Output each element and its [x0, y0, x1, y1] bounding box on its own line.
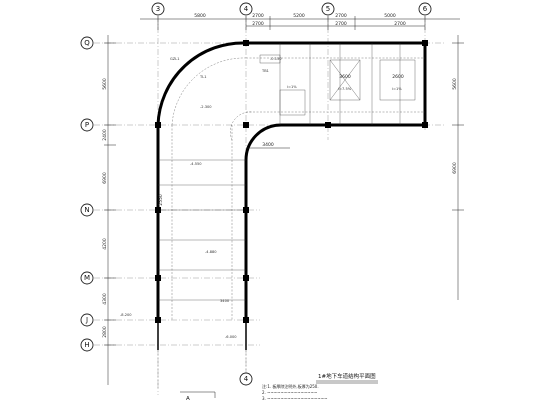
- axis-left-P: P: [85, 121, 89, 129]
- dim-top-3: 5200: [293, 13, 305, 19]
- label-slope3: i=1%: [392, 87, 402, 91]
- top-dimensions: 5800 2700 5200 2700 5000 2700 2700 2700: [140, 13, 460, 30]
- label-elev4: -4.880: [205, 250, 217, 254]
- top-axis-bubbles: 3 4 5 6: [151, 2, 432, 16]
- dim-right-1: 5600: [452, 78, 458, 90]
- note-2: 2. ~~~~~~~~~~~~~~~: [262, 390, 317, 395]
- label-beam1: GZL1: [170, 57, 180, 61]
- note-3: 3. ~~~~~~~~~~~~~~~~~~: [262, 396, 327, 401]
- dim-mid-1: 3400: [262, 142, 274, 148]
- mid-dimensions: 3400 2550 3600 2600: [158, 74, 404, 206]
- bottom-axis: 4 A: [157, 350, 253, 402]
- dim-left-5: 4300: [102, 293, 108, 305]
- drawing-title: 1#地下车道结构平面图: [318, 372, 376, 380]
- axis-left-N: N: [84, 206, 89, 214]
- annotations: GZL1 TL1 TB1 -0.150 -2.300 -4.550 -4.880…: [120, 57, 402, 339]
- axis-left-H: H: [84, 341, 89, 349]
- ramp-walls: [156, 41, 427, 350]
- dim-top-2: 2700: [252, 13, 264, 19]
- label-elev1: -0.150: [270, 57, 282, 61]
- ramp-beams: [158, 43, 425, 320]
- label-slope2: i=7.5%: [338, 87, 352, 91]
- label-elev5: -6.000: [225, 335, 237, 339]
- note-1: 注:1. 板厚除注明外,板厚为250.: [262, 383, 319, 389]
- dim-top2-2: 2700: [335, 21, 347, 27]
- grid-lines: [94, 16, 445, 390]
- columns: [155, 40, 428, 323]
- dim-mid-2: 2550: [158, 194, 164, 206]
- axis-top-3: 3: [156, 5, 160, 13]
- section-mark-A: A: [186, 396, 190, 402]
- right-dimensions: 5600 6900: [452, 35, 464, 300]
- label-slope1: i=1%: [287, 85, 297, 89]
- dim-left-1: 5600: [102, 78, 108, 90]
- label-dim-mid: 3400: [220, 299, 230, 303]
- axis-left-Q: Q: [84, 39, 90, 47]
- title-block: 1#地下车道结构平面图 注:1. 板厚除注明外,板厚为250. 2. ~~~~~…: [262, 372, 378, 401]
- axis-top-6: 6: [423, 5, 428, 13]
- dim-left-6: 2800: [102, 326, 108, 338]
- axis-left-J: J: [85, 316, 88, 324]
- dim-mid-3: 3600: [339, 74, 351, 80]
- left-axis-bubbles: Q P N M J H: [80, 36, 94, 352]
- dim-top-4: 2700: [335, 13, 347, 19]
- axis-left-M: M: [84, 274, 90, 282]
- dim-right-2: 6900: [452, 162, 458, 174]
- label-elev3: -4.550: [190, 162, 202, 166]
- axis-bottom-4: 4: [244, 375, 249, 383]
- dim-left-2: 2400: [102, 129, 108, 141]
- label-elev2: -2.300: [200, 105, 212, 109]
- label-elev6: -8.200: [120, 313, 132, 317]
- dim-top2-1: 2700: [252, 21, 264, 27]
- dim-mid-4: 2600: [392, 74, 404, 80]
- dim-left-4: 4200: [102, 238, 108, 250]
- dim-left-3: 6900: [102, 172, 108, 184]
- dim-top-5: 5000: [384, 13, 396, 19]
- axis-top-4: 4: [244, 5, 249, 13]
- label-beam2: TL1: [199, 75, 206, 79]
- axis-top-5: 5: [326, 5, 330, 13]
- label-beam3: TB1: [261, 69, 269, 73]
- dim-top-1: 5800: [194, 13, 206, 19]
- dim-top2-3: 2700: [394, 21, 406, 27]
